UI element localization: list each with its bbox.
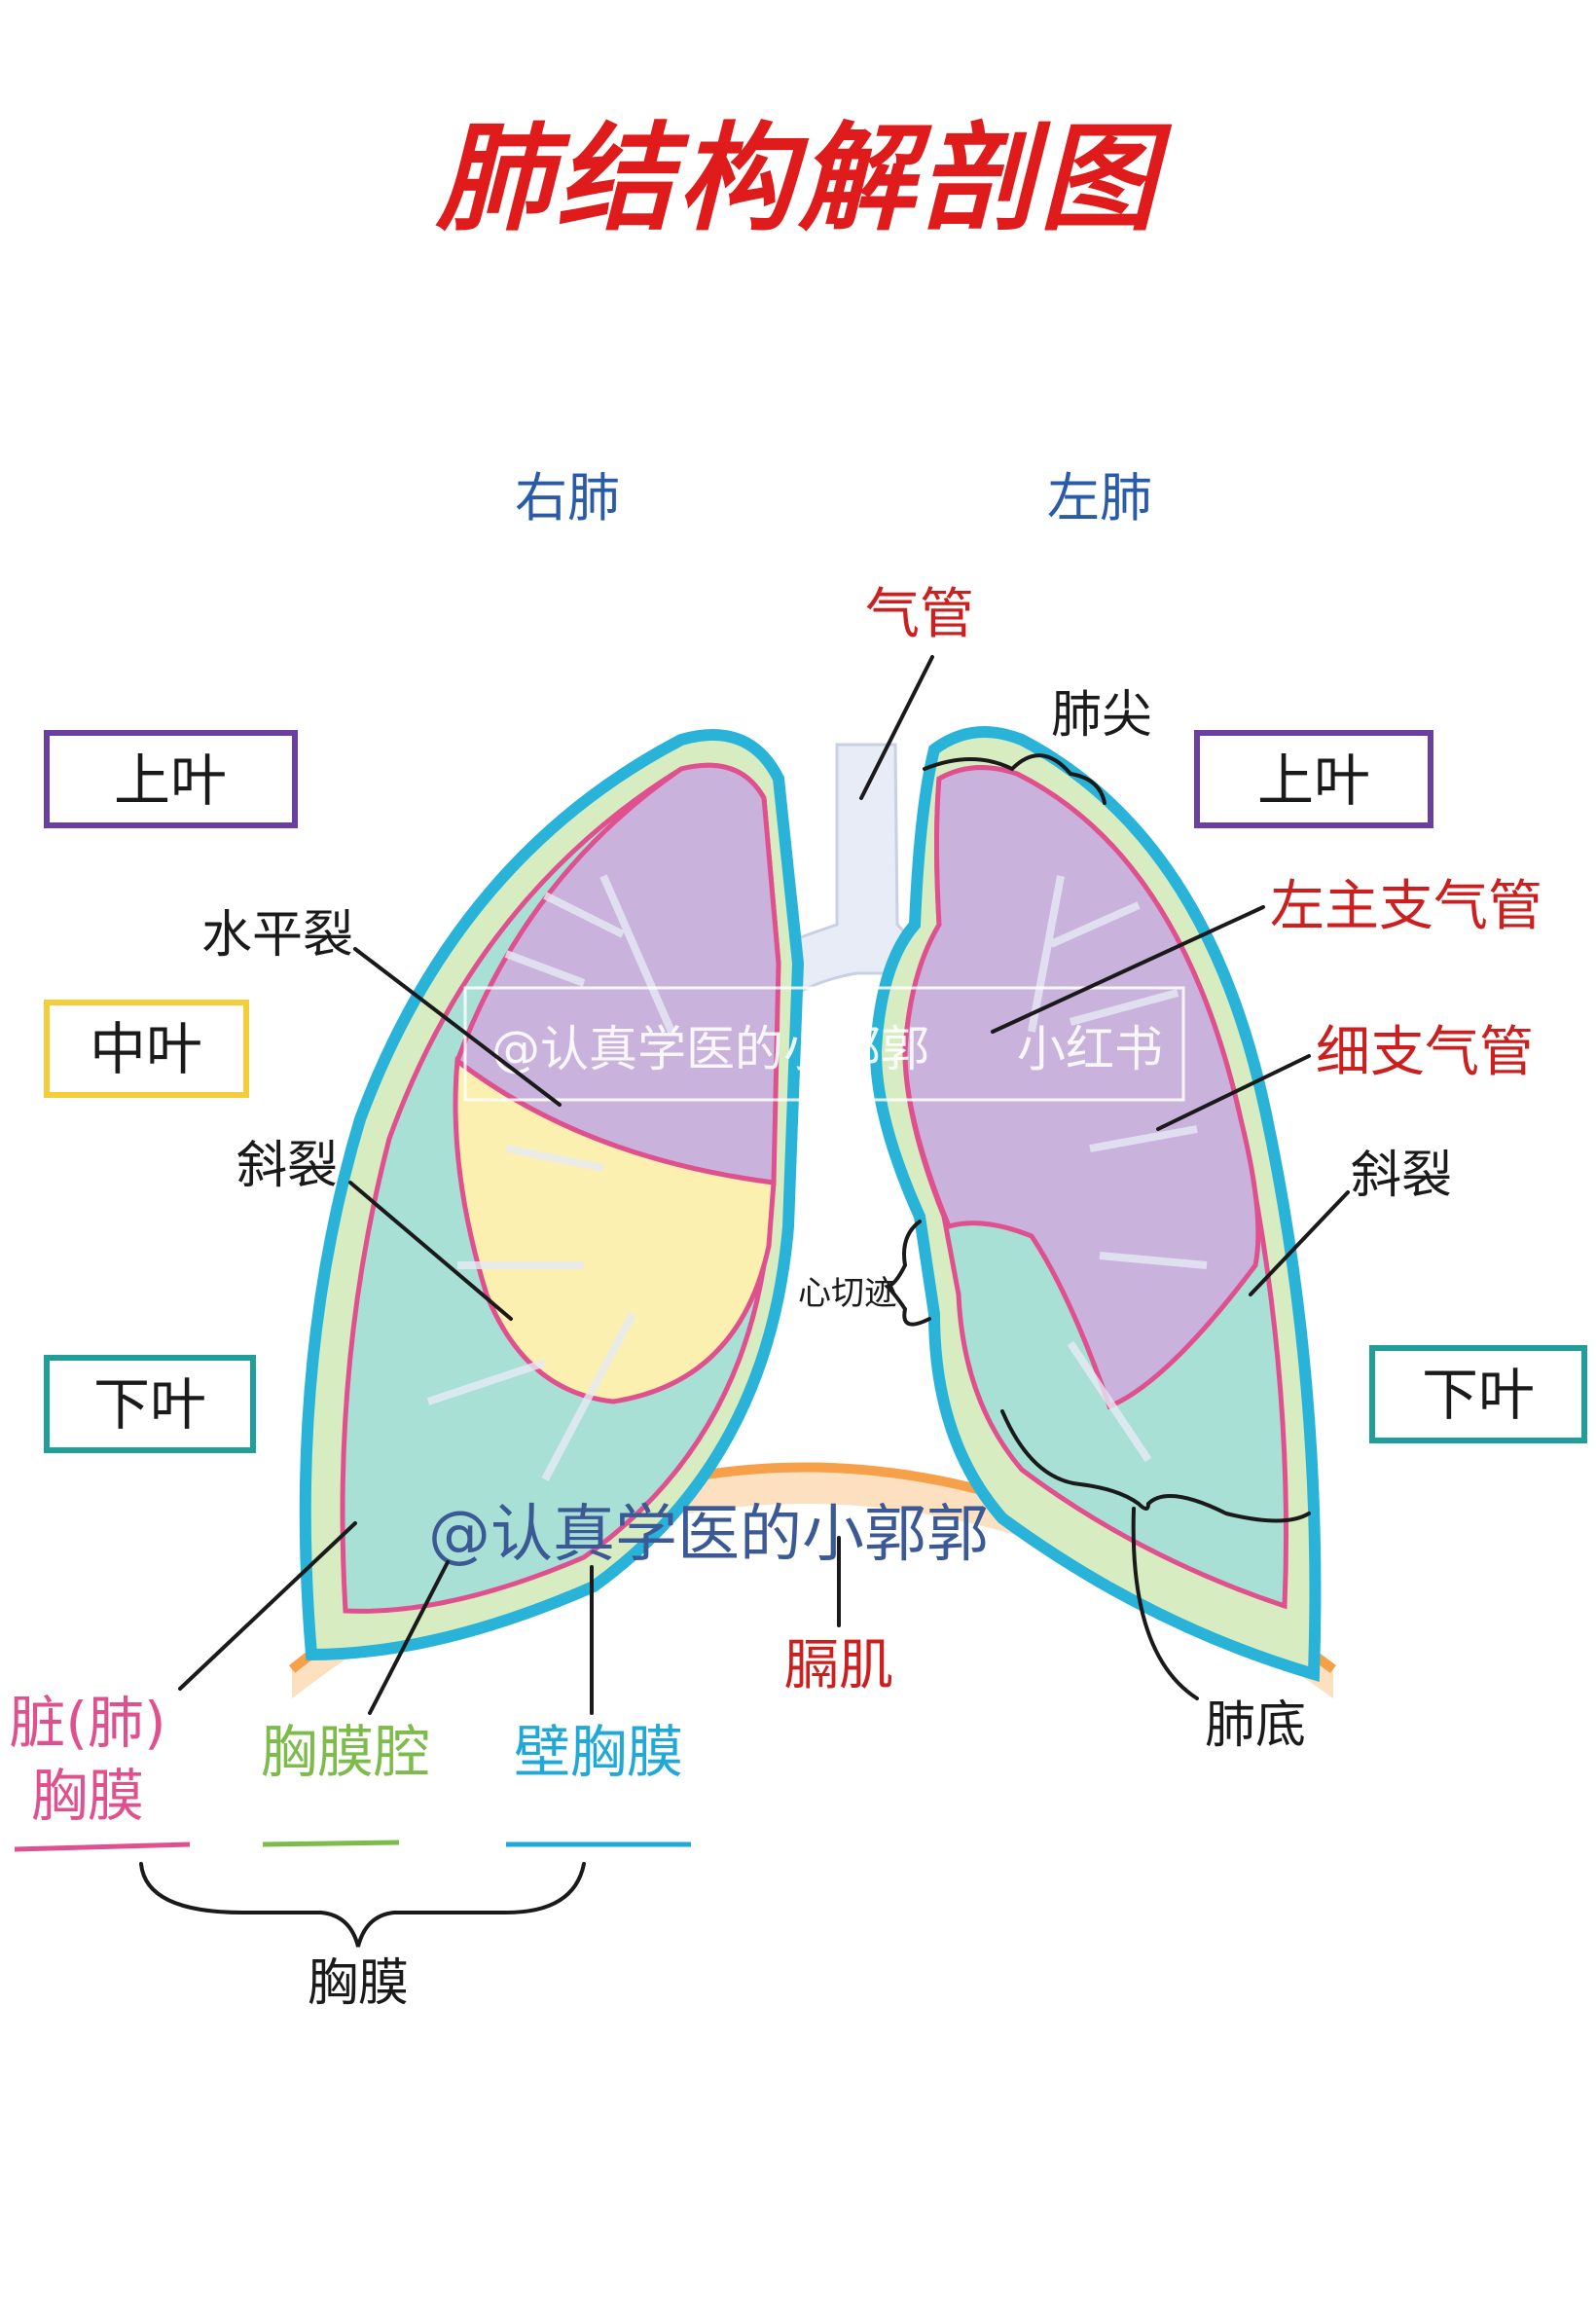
underline-visceral xyxy=(14,1841,191,1852)
watermark-overlay-text: @认真学医的小郭郭 xyxy=(491,1021,929,1077)
right-middle-lobe xyxy=(453,1056,777,1404)
leader-oblique-fissure-left xyxy=(1249,1190,1350,1296)
label-horizontal-fissure: 水平裂 xyxy=(201,906,353,965)
leader-horizontal-fissure xyxy=(353,947,562,1107)
watermark-bottom: @认真学医的小郭郭 xyxy=(428,1499,989,1571)
right-lung-label: 右肺 xyxy=(515,467,620,529)
lobe-right-upper: 上叶 xyxy=(114,747,227,814)
left-lung-label: 左肺 xyxy=(1047,467,1152,529)
lobe-left-lower: 下叶 xyxy=(1422,1362,1535,1428)
underline-cavity xyxy=(262,1840,400,1847)
box-right-upper xyxy=(44,730,298,828)
brace-apex xyxy=(923,753,1106,805)
leader-visceral-pleura xyxy=(178,1521,357,1691)
leader-left-main-bronchus xyxy=(991,905,1265,1034)
watermark-frame xyxy=(463,986,1185,1102)
label-pleural-cavity: 胸膜腔 xyxy=(261,1719,430,1785)
label-apex: 肺尖 xyxy=(1051,686,1152,745)
brace-base xyxy=(1000,1409,1311,1523)
leader-base xyxy=(1131,1507,1199,1700)
label-bronchiole: 细支气管 xyxy=(1316,1021,1534,1084)
lobe-left-upper: 上叶 xyxy=(1257,747,1370,814)
label-visceral-pleura-2: 胸膜 xyxy=(31,1763,144,1829)
label-base: 肺底 xyxy=(1205,1696,1306,1755)
leader-oblique-fissure-right xyxy=(348,1181,513,1321)
box-right-middle xyxy=(44,1000,249,1098)
bronchial-tree xyxy=(426,874,1208,1481)
label-oblique-fissure-right: 斜裂 xyxy=(236,1137,338,1195)
label-visceral-pleura-1: 脏(肺) xyxy=(9,1690,165,1756)
brace-cardiac-notch xyxy=(884,1220,931,1327)
label-cardiac-notch: 心切迹 xyxy=(798,1274,897,1313)
label-left-main-bronchus: 左主支气管 xyxy=(1270,875,1542,938)
label-oblique-fissure-left: 斜裂 xyxy=(1351,1147,1452,1205)
brace-pleura xyxy=(139,1862,586,1948)
leader-trachea xyxy=(859,655,934,800)
lobe-right-middle: 中叶 xyxy=(90,1016,202,1082)
left-lung xyxy=(869,726,1322,1682)
label-trachea: 气管 xyxy=(865,583,974,646)
page-title: 肺结构解剖图 xyxy=(435,112,1173,247)
box-left-upper xyxy=(1194,730,1433,828)
watermark-overlay-brand: 小红书 xyxy=(1017,1021,1163,1077)
lobe-right-lower: 下叶 xyxy=(93,1371,206,1438)
right-lung xyxy=(299,729,805,1661)
leader-bronchiole xyxy=(1156,1054,1311,1131)
label-diaphragm: 膈肌 xyxy=(784,1634,893,1697)
box-left-lower xyxy=(1369,1345,1587,1443)
label-pleura: 胸膜 xyxy=(308,1954,409,2013)
label-parietal-pleura: 壁胸膜 xyxy=(514,1719,683,1785)
box-right-lower xyxy=(44,1355,256,1453)
leader-pleural-cavity xyxy=(368,1560,450,1715)
